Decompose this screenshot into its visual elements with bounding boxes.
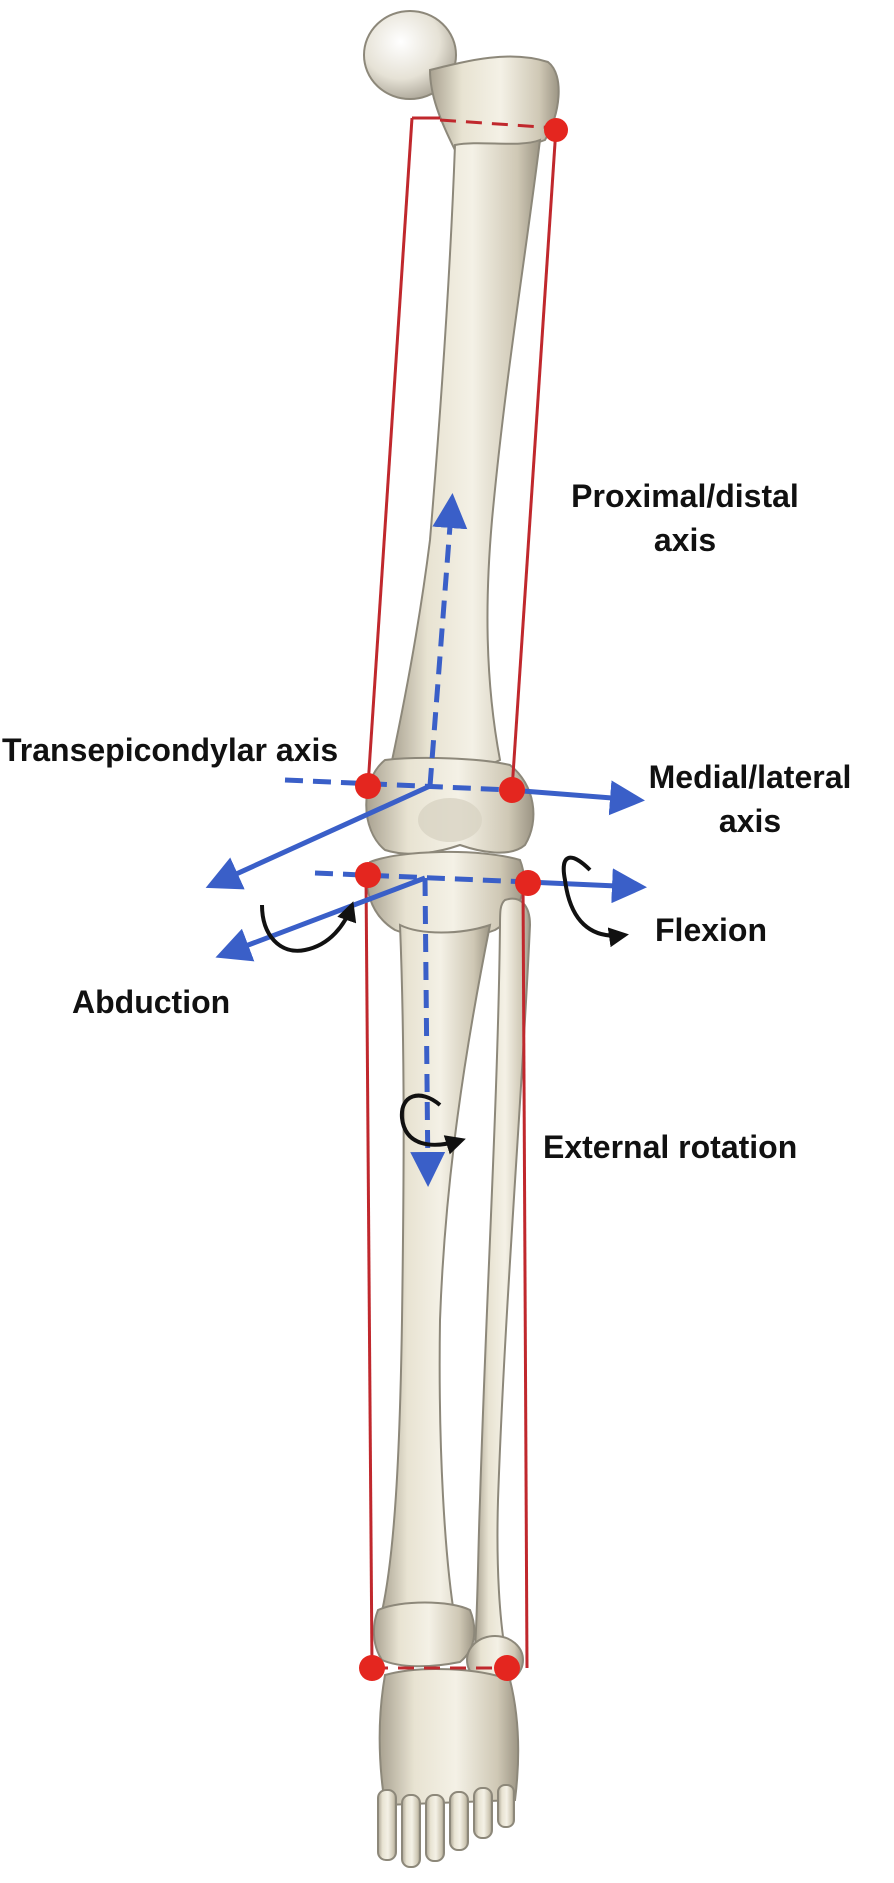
medial-lateral-axis-label-line2: axis [718,803,782,839]
external-rotation-arrow [399,1093,466,1155]
fibula-illustration [466,897,532,1685]
external-rotation-label: External rotation [543,1129,798,1165]
proximal-distal-axis [427,493,468,787]
landmark-medial-tibial-plateau [355,862,381,888]
femur-illustration [363,10,560,855]
flexion-label: Flexion [655,912,768,948]
proximal-distal-axis-label: Proximal/distal axis [560,474,810,562]
landmark-medial-epicondyle [355,773,381,799]
abduction-rotation-arrow [260,901,357,953]
medial-lateral-axis-label: Medial/lateral axis [640,755,860,843]
landmark-fibular-head [515,870,541,896]
landmark-lateral-epicondyle [499,777,525,803]
flexion-rotation-arrow [561,855,629,948]
medial-lateral-axis [509,780,645,816]
foot-illustration [377,1667,520,1868]
medial-lateral-axis-label-line1: Medial/lateral [648,759,852,795]
landmark-medial-malleolus [359,1655,385,1681]
proximal-distal-axis-label-line2: axis [653,522,717,558]
tibia-segment-box [364,874,529,1670]
rotation-arrows [260,855,629,1155]
transepicondylar-axis-label: Transepicondylar axis [2,732,339,768]
landmark-points [355,118,568,1681]
femur-segment-box [366,116,558,791]
landmark-lateral-malleolus [494,1655,520,1681]
transepicondylar-axis [284,777,511,793]
proximal-distal-axis-label-line1: Proximal/distal [571,478,799,514]
knee-axes [205,493,647,1187]
landmark-greater-trochanter [544,118,568,142]
abduction-label: Abduction [72,984,231,1020]
